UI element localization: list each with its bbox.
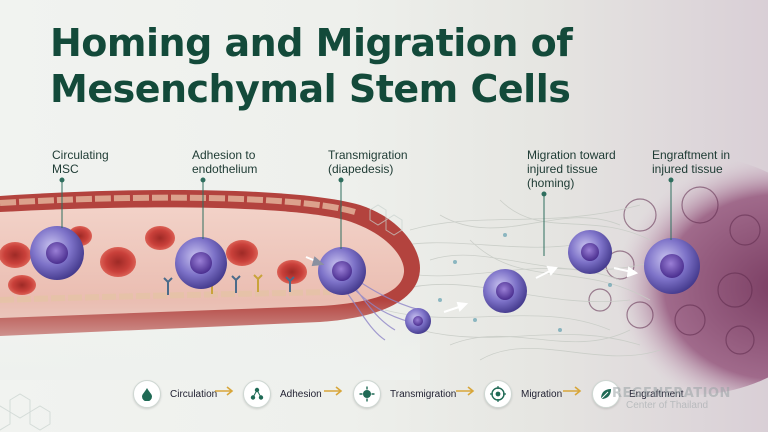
drop-icon <box>133 380 161 408</box>
watermark-line-1: REGENERATION <box>612 386 731 401</box>
crosshair-icon <box>353 380 381 408</box>
label-circulating-msc: Circulating MSC <box>52 148 109 176</box>
stem-cell-2 <box>175 237 227 289</box>
label-engraftment: Engraftment in injured tissue <box>652 148 731 176</box>
molecule-icon <box>243 380 271 408</box>
watermark-logo: REGENERATION Center of Thailand <box>612 386 731 411</box>
hex-pattern <box>0 204 403 431</box>
arrow-right-icon <box>563 386 582 396</box>
legend-item-migration: Migration <box>484 378 562 410</box>
watermark-line-2: Center of Thailand <box>626 400 709 411</box>
legend-label: Engraftment <box>629 388 684 400</box>
legend-item-engraftment: Engraftment <box>592 378 683 410</box>
leaf-icon <box>592 380 620 408</box>
arrow-right-icon <box>324 386 343 396</box>
pointer-lines <box>59 177 674 256</box>
stem-cell-3 <box>318 247 366 295</box>
vessel-outer-cells <box>0 194 356 215</box>
tissue-cells <box>588 186 761 355</box>
migration-arrows <box>305 256 639 313</box>
legend-label: Circulation <box>170 388 218 400</box>
title-line-2: Mesenchymal Stem Cells <box>50 67 571 111</box>
arrow-right-icon <box>456 386 475 396</box>
target-icon <box>484 380 512 408</box>
stem-cell-4 <box>405 308 431 334</box>
legend-label: Adhesion <box>280 388 322 400</box>
stem-cell-1 <box>30 226 84 280</box>
title-line-1: Homing and Migration of <box>50 21 573 65</box>
stem-cell-5 <box>483 269 527 313</box>
legend-item-circulation: Circulation <box>133 378 217 410</box>
endothelium <box>0 289 331 303</box>
red-blood-cells <box>0 226 307 295</box>
legend-label: Transmigration <box>390 388 457 400</box>
page-title: Homing and Migration of Mesenchymal Stem… <box>50 20 573 112</box>
stem-cell-6 <box>568 230 612 274</box>
label-transmigration: Transmigration (diapedesis) <box>328 148 408 176</box>
legend-item-adhesion: Adhesion <box>243 378 322 410</box>
label-migration: Migration toward injured tissue (homing) <box>527 148 616 190</box>
label-adhesion: Adhesion to endothelium <box>192 148 258 176</box>
stem-cell-7 <box>644 238 700 294</box>
legend-label: Migration <box>521 388 563 400</box>
process-legend: Circulation Adhesion Transmigration Migr… <box>0 372 768 416</box>
arrow-right-icon <box>215 386 234 396</box>
legend-item-transmigration: Transmigration <box>353 378 456 410</box>
